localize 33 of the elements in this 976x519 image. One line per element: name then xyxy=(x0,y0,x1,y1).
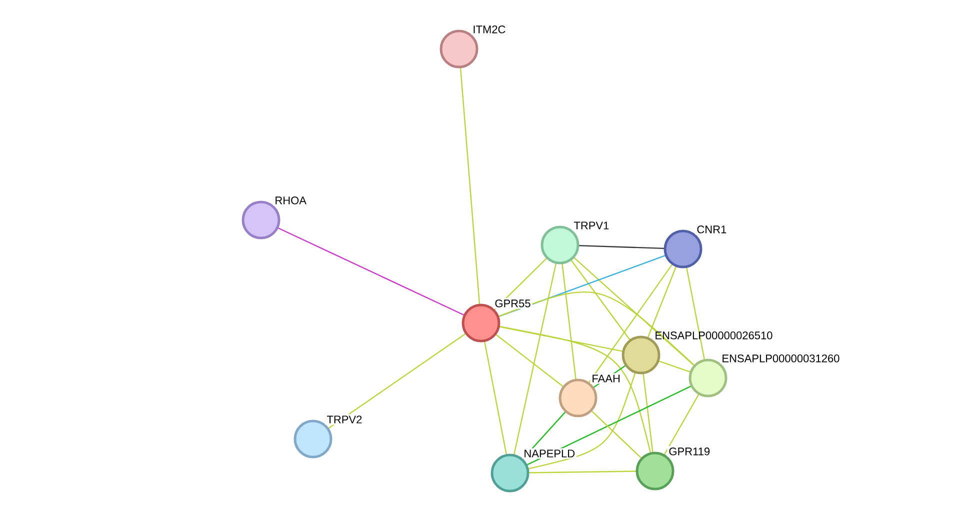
interaction-line xyxy=(327,332,467,430)
interaction-line xyxy=(484,340,508,456)
interaction-line xyxy=(578,244,666,250)
node-label: TRPV1 xyxy=(572,220,611,231)
interaction-line xyxy=(498,254,666,318)
node-label: ENSAPLP00000031260 xyxy=(720,353,842,364)
interaction-line xyxy=(527,372,636,470)
node-label: ITM2C xyxy=(471,24,508,35)
node-label: GPR55 xyxy=(493,298,532,309)
interaction-line xyxy=(590,410,642,460)
interaction-line xyxy=(647,266,677,338)
interaction-line xyxy=(460,66,480,306)
node-label: FAAH xyxy=(590,373,622,384)
interaction-line xyxy=(498,326,624,352)
node-label: RHOA xyxy=(273,195,308,206)
interaction-line xyxy=(663,393,700,456)
interaction-line xyxy=(498,291,696,366)
interaction-line xyxy=(494,334,564,388)
interaction-line xyxy=(642,372,654,454)
interaction-line xyxy=(588,263,674,384)
interaction-line xyxy=(498,326,652,454)
node-label: NAPEPLD xyxy=(522,448,577,459)
interaction-line xyxy=(573,256,696,366)
node-label: GPR119 xyxy=(667,446,712,457)
interaction-line xyxy=(562,262,576,380)
interaction-line xyxy=(277,227,465,316)
interaction-line xyxy=(686,266,706,360)
node-label: TRPV2 xyxy=(325,414,364,425)
node-label: CNR1 xyxy=(695,224,728,235)
interaction-line xyxy=(658,360,692,373)
interaction-line xyxy=(513,262,557,456)
interaction-line xyxy=(528,470,638,474)
interaction-line xyxy=(570,259,631,341)
